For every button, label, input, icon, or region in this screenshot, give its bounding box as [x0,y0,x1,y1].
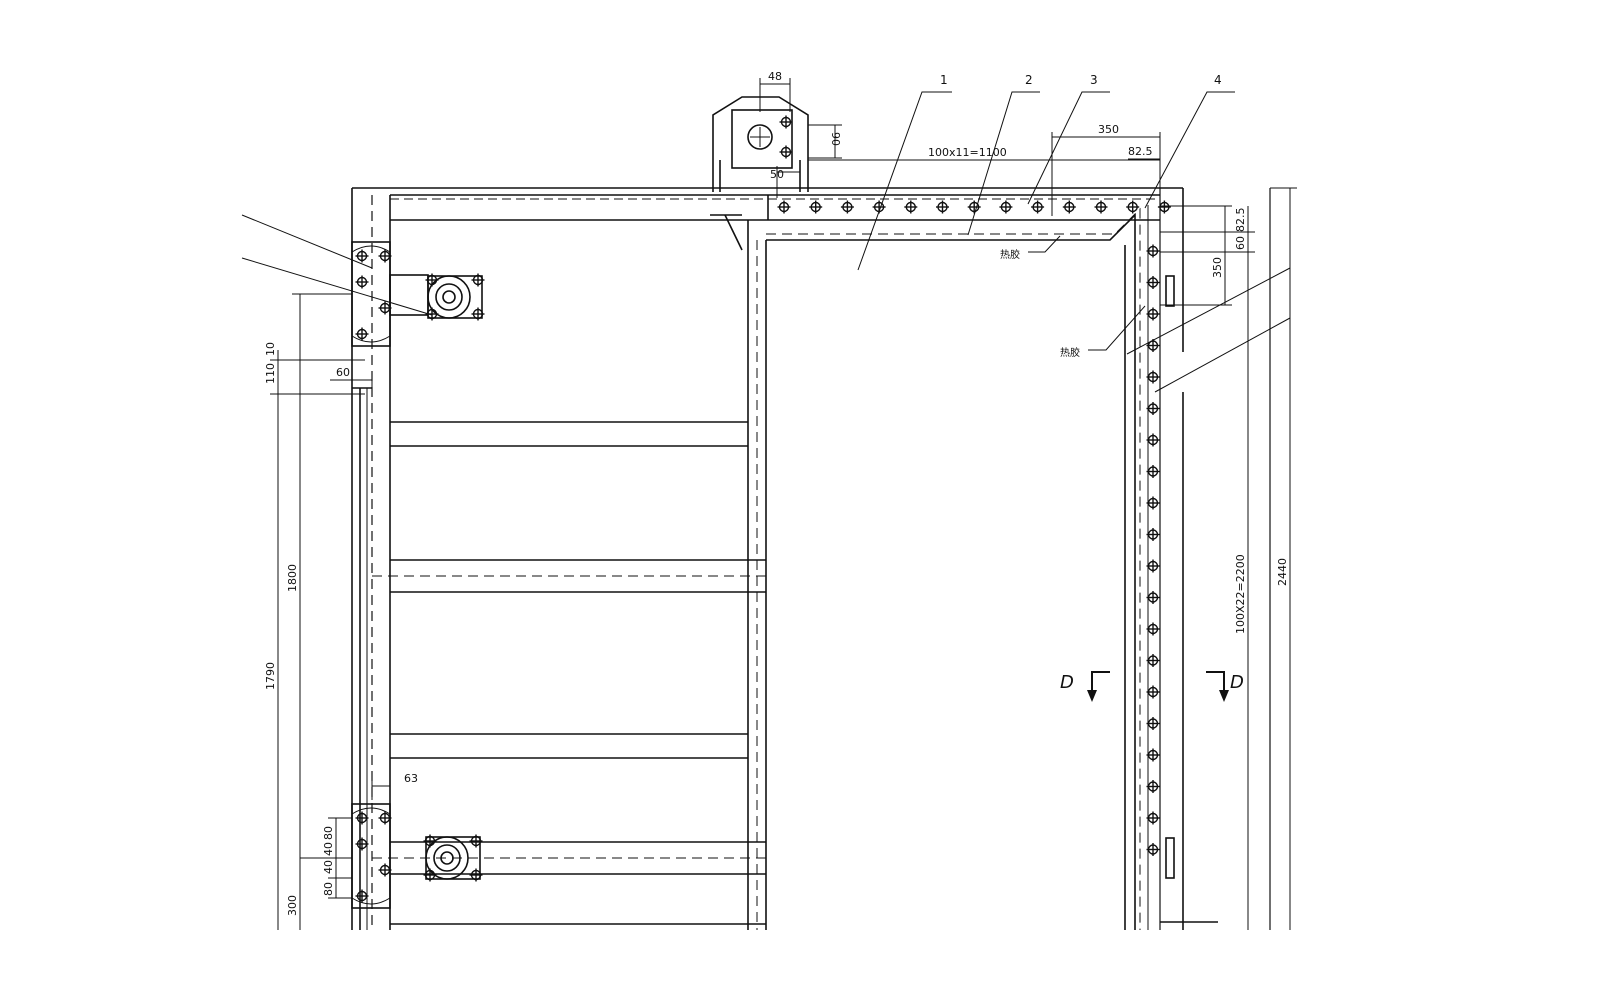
bolt-marker [378,249,392,263]
note-hot-glue-top: 热胶 [1000,248,1020,261]
bolt-marker [1146,465,1160,478]
lower-hinge-plate [351,803,391,909]
bolt-marker [779,145,793,159]
bolt-marker [1146,811,1160,825]
bolt-marker [779,115,793,129]
bolt-marker [1126,200,1140,214]
bolt-marker [423,834,437,848]
bolt-marker [378,811,392,825]
dim-corner-offset-v: 82.5 [1234,208,1247,233]
bolt-marker [1146,748,1160,762]
bolt-marker [355,249,369,263]
note-hot-glue-side: 热胶 [1060,346,1080,359]
bolt-markers [355,115,1171,903]
bolt-marker [355,327,369,341]
cross-bars [372,421,766,925]
dim-left-height-a: 1800 [286,564,299,592]
bolt-marker [1031,200,1045,214]
bolt-marker [840,200,854,214]
bolt-marker [471,273,485,287]
bolt-marker [1146,654,1160,667]
bolt-marker [1146,528,1160,541]
bolt-marker [469,868,483,882]
dim-lower-b: 40 [322,842,335,856]
bolt-marker [777,200,791,214]
bolt-marker [378,863,392,877]
bolt-marker [1146,559,1160,573]
bolt-marker [1062,200,1076,214]
dimension-labels: 48 90 50 100x11=1100 350 82.5 82.5 60 35… [264,70,1289,916]
notes: 热胶 热胶 [1000,248,1080,359]
bolt-marker [1146,244,1160,258]
dim-hinge-height: 90 [829,132,842,146]
dim-top-bolt-spacing: 100x11=1100 [928,146,1007,159]
upper-roller [427,275,483,319]
bolt-marker [999,200,1013,214]
bolt-marker [1146,370,1160,384]
dim-lower-c: 40 [322,860,335,874]
top-rail [389,194,1160,221]
dim-lower-d: 80 [322,882,335,896]
bolt-marker [936,200,949,214]
center-stile [747,220,767,930]
bolt-marker [1146,307,1160,321]
door-opening-frame [766,205,1218,930]
bolt-marker [1146,433,1160,447]
bolt-marker [378,301,392,315]
dim-side-gap: 60 [1234,236,1247,250]
dim-hinge-offset: 50 [770,168,784,181]
bolt-marker [1146,685,1160,699]
bolt-marker [1157,200,1171,214]
bolt-marker [1146,339,1160,352]
bolt-marker [355,811,369,825]
bolt-marker [904,200,918,214]
bolt-marker [1146,591,1160,604]
dim-left-small-a: 10 [264,342,277,356]
bolt-marker [1146,843,1160,856]
part-label-4: 4 [1214,73,1222,87]
section-arrowheads [1087,690,1229,702]
dim-bottom: 300 [286,895,299,916]
bolt-marker [469,834,483,848]
dim-left-small-b: 110 [264,363,277,384]
lower-roller [425,836,481,880]
bolt-marker [1146,496,1160,510]
bolt-marker [1146,276,1160,289]
bolt-marker [355,889,369,903]
dim-hinge-width: 48 [768,70,782,83]
dimension-lines [241,78,1297,930]
part-labels: 1 2 3 4 [940,73,1222,87]
section-mark-left: D [1060,672,1074,693]
bolt-marker [423,868,437,882]
section-marks: D D [1060,672,1244,693]
dim-corner-offset-h: 82.5 [1128,145,1153,158]
dim-side-span: 350 [1211,257,1224,278]
dim-lower-a: 80 [322,826,335,840]
bolt-marker [809,200,823,214]
dim-top-right-span: 350 [1098,123,1119,136]
bolt-marker [1146,780,1160,793]
bolt-marker [1146,622,1160,636]
section-mark-right: D [1230,672,1244,693]
dim-overall-height: 2440 [1276,558,1289,586]
part-label-1: 1 [940,73,948,87]
dim-lower-hinge-width: 63 [404,772,418,785]
bolt-marker [425,273,439,287]
part-label-2: 2 [1025,73,1033,87]
bolt-marker [1094,200,1108,214]
bolt-marker [355,837,369,851]
bolt-marker [471,307,485,321]
dim-left-height-b: 1790 [264,662,277,690]
outer-frame [351,187,1271,930]
part-label-3: 3 [1090,73,1098,87]
bolt-marker [355,275,369,289]
top-hinge-bracket [710,96,809,251]
bolt-marker [1146,717,1160,730]
dim-left-gap: 60 [336,366,350,379]
bolt-marker [967,200,981,214]
dim-side-bolt-spacing: 100X22=2200 [1234,554,1247,634]
bolt-marker [1146,402,1160,415]
